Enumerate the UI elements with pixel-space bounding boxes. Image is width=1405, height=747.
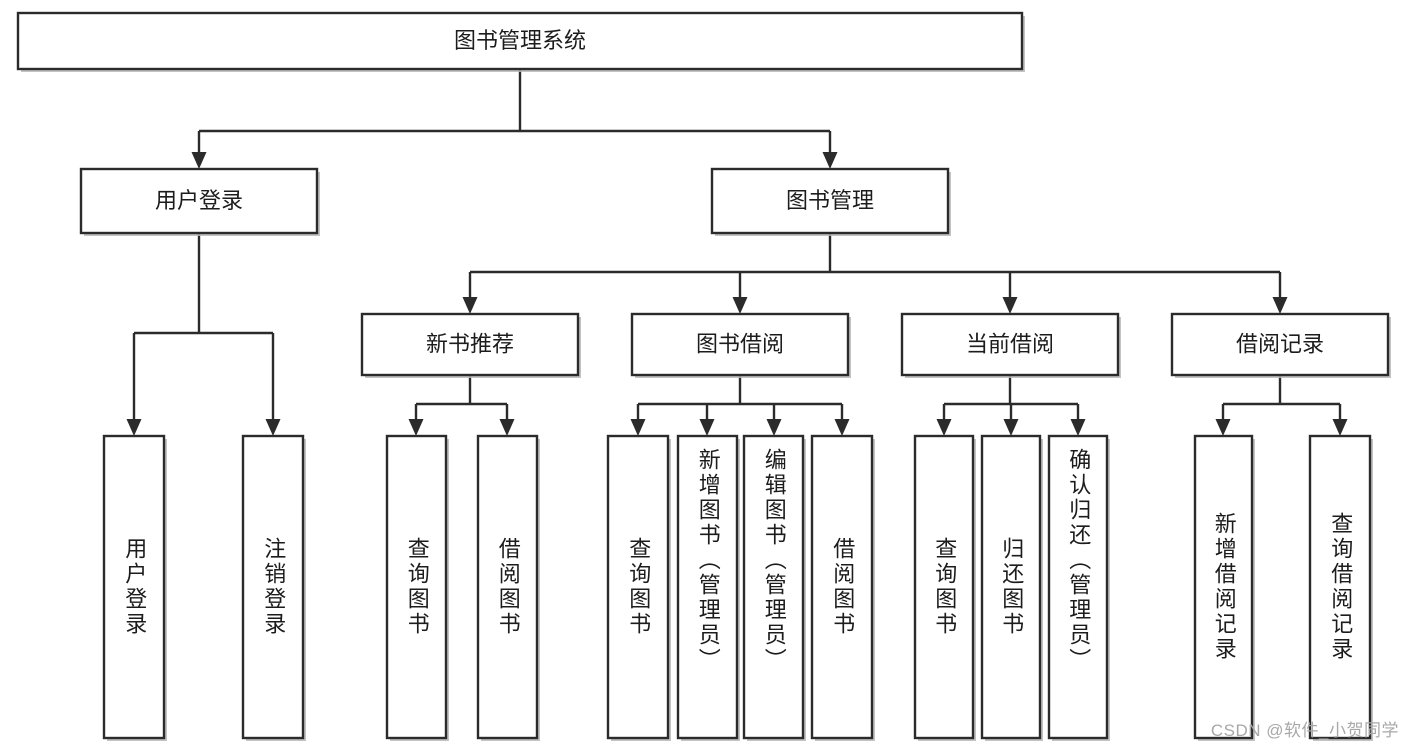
node-current-borrow[interactable]	[900, 312, 1120, 377]
current-borrow-arrow-2	[1070, 419, 1086, 436]
book-borrow-arrow-2	[766, 419, 782, 436]
node-borrow-record-label: 借阅记录	[1236, 331, 1324, 356]
node-book-manage[interactable]	[710, 167, 950, 235]
borrow-record-arrow-0	[1215, 419, 1231, 436]
user-login-arrow-1	[265, 419, 281, 436]
book-manage-arrow-0	[462, 297, 478, 314]
new-book-recommend-arrow-1	[499, 419, 515, 436]
book-borrow-arrow-0	[630, 419, 646, 436]
node-leaf-add-record[interactable]	[1193, 434, 1254, 740]
node-current-borrow-label: 当前借阅	[966, 331, 1054, 356]
node-borrow-record[interactable]	[1170, 312, 1390, 377]
book-borrow-arrow-1	[699, 419, 715, 436]
node-root[interactable]	[16, 11, 1024, 71]
node-new-book-recommend[interactable]	[360, 312, 580, 377]
root-arrow-1	[822, 152, 838, 169]
borrow-record-arrow-1	[1332, 419, 1348, 436]
node-leaf-query-book-3[interactable]	[913, 434, 975, 740]
node-leaf-confirm-return[interactable]	[1047, 434, 1109, 740]
node-leaf-edit-book[interactable]	[742, 434, 805, 740]
book-manage-arrow-2	[1002, 297, 1018, 314]
node-leaf-query-book-1[interactable]	[385, 434, 448, 740]
node-leaf-borrow-book-2[interactable]	[810, 434, 874, 740]
node-root-label: 图书管理系统	[454, 28, 586, 53]
node-user-login-label: 用户登录	[155, 188, 243, 213]
root-arrow-0	[191, 152, 207, 169]
node-leaf-query-book-2[interactable]	[606, 434, 670, 740]
node-leaf-borrow-book-1[interactable]	[476, 434, 539, 740]
node-leaf-add-book[interactable]	[676, 434, 739, 740]
current-borrow-arrow-0	[936, 419, 952, 436]
node-user-login[interactable]	[79, 167, 319, 235]
node-leaf-user-logout[interactable]	[241, 434, 305, 740]
new-book-recommend-arrow-0	[408, 419, 424, 436]
user-login-arrow-0	[126, 419, 142, 436]
book-borrow-arrow-3	[834, 419, 850, 436]
node-book-manage-label: 图书管理	[786, 188, 874, 213]
node-book-borrow-label: 图书借阅	[696, 331, 784, 356]
watermark-credit: CSDN @软件_小贺同学	[1210, 721, 1399, 740]
current-borrow-arrow-1	[1003, 419, 1019, 436]
node-leaf-user-login[interactable]	[102, 434, 166, 740]
node-book-borrow[interactable]	[630, 312, 850, 377]
book-manage-arrow-1	[732, 297, 748, 314]
book-manage-arrow-3	[1272, 297, 1288, 314]
node-leaf-query-record[interactable]	[1308, 434, 1372, 740]
node-leaf-return-book[interactable]	[980, 434, 1042, 740]
node-new-book-recommend-label: 新书推荐	[426, 331, 514, 356]
